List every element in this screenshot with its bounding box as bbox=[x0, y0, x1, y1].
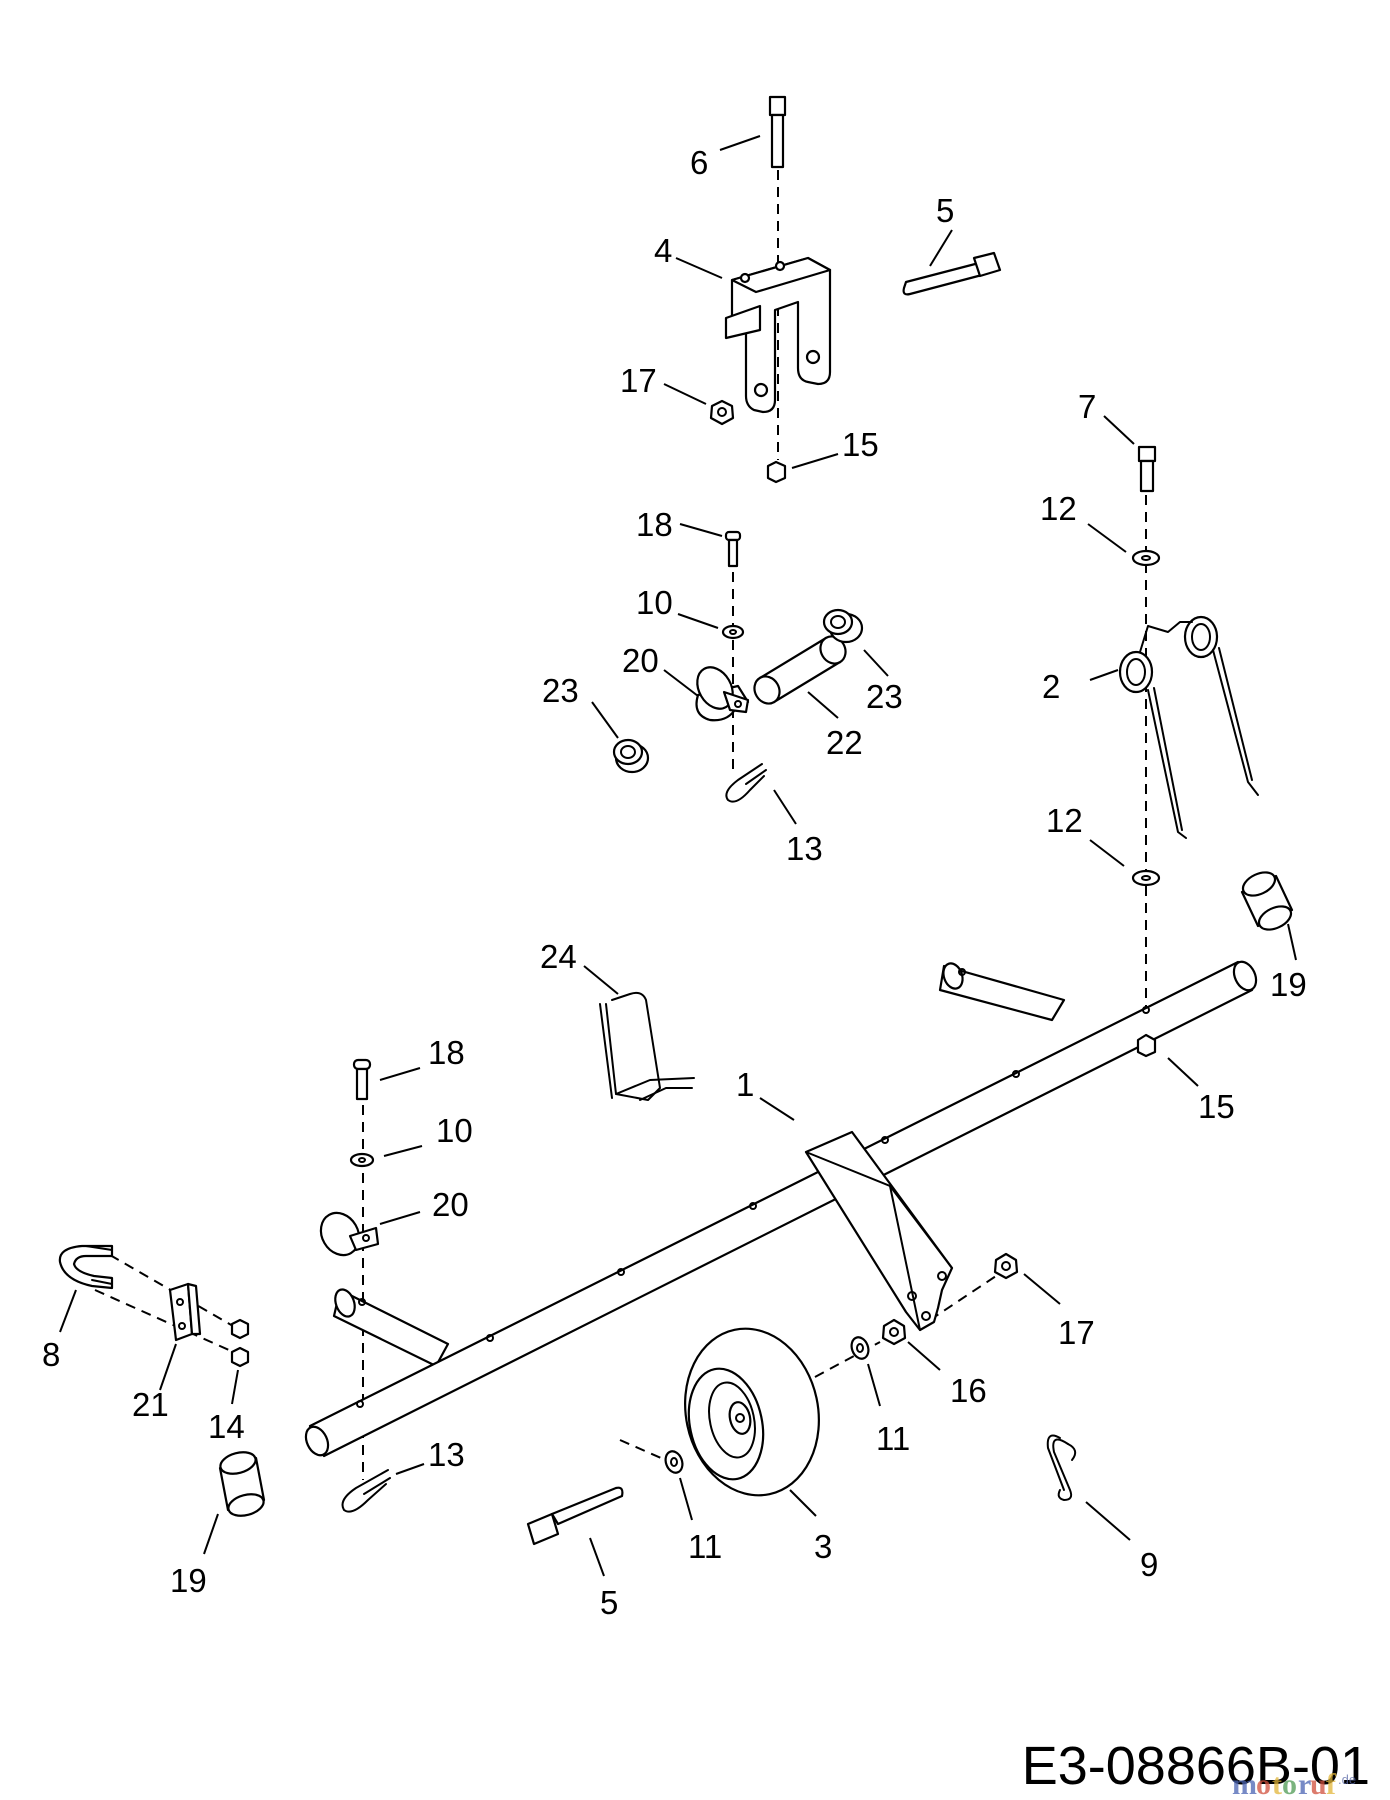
part-2-spring-tine bbox=[1118, 615, 1259, 839]
svg-text:o: o bbox=[1256, 1768, 1271, 1800]
callout-20: 20 bbox=[432, 1186, 469, 1223]
svg-text:u: u bbox=[1310, 1768, 1327, 1800]
callout-5: 5 bbox=[600, 1584, 618, 1621]
part-19-roller-right bbox=[1240, 871, 1294, 931]
part-4-bracket bbox=[724, 256, 832, 414]
callout-17: 17 bbox=[1058, 1314, 1095, 1351]
callout-5: 5 bbox=[936, 192, 954, 229]
callout-19: 19 bbox=[170, 1562, 207, 1599]
part-7-bolt bbox=[1137, 445, 1157, 493]
callout-10: 10 bbox=[636, 584, 673, 621]
callout-14: 14 bbox=[208, 1408, 245, 1445]
callout-24: 24 bbox=[540, 938, 577, 975]
svg-text:.de: .de bbox=[1338, 1772, 1356, 1787]
watermark-logo: m o t o r u f .de bbox=[1232, 1768, 1356, 1800]
callout-12: 12 bbox=[1040, 490, 1077, 527]
part-16-nut bbox=[881, 1318, 907, 1346]
leader-lines bbox=[59, 135, 1297, 1577]
svg-text:t: t bbox=[1272, 1768, 1282, 1800]
callout-labels: 6 5 4 17 15 7 12 18 10 20 23 23 22 2 13 … bbox=[42, 144, 1307, 1621]
callout-12: 12 bbox=[1046, 802, 1083, 839]
callout-1: 1 bbox=[736, 1066, 754, 1103]
callout-13: 13 bbox=[786, 830, 823, 867]
part-17-nut-upper bbox=[709, 399, 735, 426]
part-20-clamp-lower bbox=[319, 1211, 380, 1257]
callout-2: 2 bbox=[1042, 668, 1060, 705]
part-13-hairpin-lower bbox=[341, 1469, 391, 1513]
callout-9: 9 bbox=[1140, 1546, 1158, 1583]
callout-8: 8 bbox=[42, 1336, 60, 1373]
part-12-washer-lower bbox=[1131, 869, 1161, 887]
part-13-hairpin-upper bbox=[725, 763, 767, 803]
callout-3: 3 bbox=[814, 1528, 832, 1565]
part-15-nut-lower bbox=[1136, 1033, 1157, 1058]
part-15-nut-upper bbox=[766, 460, 787, 484]
callout-4: 4 bbox=[654, 232, 672, 269]
callout-20: 20 bbox=[622, 642, 659, 679]
part-23-bushing-left bbox=[612, 738, 650, 774]
part-18-pin-upper bbox=[724, 530, 742, 568]
callout-11: 11 bbox=[876, 1420, 910, 1457]
callout-17: 17 bbox=[620, 362, 657, 399]
part-18-pin-lower bbox=[352, 1058, 372, 1101]
callout-19: 19 bbox=[1270, 966, 1307, 1003]
part-1-main-frame bbox=[304, 960, 1258, 1458]
callout-18: 18 bbox=[636, 506, 673, 543]
callout-15: 15 bbox=[1198, 1088, 1235, 1125]
part-5-bolt-lower bbox=[526, 1486, 624, 1546]
part-5-bolt-upper bbox=[902, 251, 1002, 296]
part-12-washer-upper bbox=[1131, 549, 1161, 567]
part-10-washer-lower bbox=[349, 1152, 375, 1168]
callout-22: 22 bbox=[826, 724, 863, 761]
part-22-sleeve bbox=[753, 635, 847, 705]
part-14-nuts bbox=[230, 1318, 250, 1368]
part-11-washer-lower bbox=[664, 1450, 684, 1474]
callout-6: 6 bbox=[690, 144, 708, 181]
callout-7: 7 bbox=[1078, 388, 1096, 425]
part-6-bolt bbox=[768, 95, 787, 169]
callout-23: 23 bbox=[542, 672, 579, 709]
callout-16: 16 bbox=[950, 1372, 987, 1409]
callout-21: 21 bbox=[132, 1386, 169, 1423]
callout-18: 18 bbox=[428, 1034, 465, 1071]
part-9-s-hook bbox=[1046, 1434, 1077, 1501]
part-17-nut-lower bbox=[993, 1252, 1019, 1280]
drawing-number: E3-08866B-01 bbox=[1022, 1736, 1370, 1796]
part-8-u-bolt bbox=[58, 1244, 114, 1290]
callout-15: 15 bbox=[842, 426, 879, 463]
part-11-washer-upper bbox=[850, 1336, 870, 1360]
callout-23: 23 bbox=[866, 678, 903, 715]
callout-10: 10 bbox=[436, 1112, 473, 1149]
part-3-wheel bbox=[684, 1327, 820, 1497]
callout-11: 11 bbox=[688, 1528, 722, 1565]
svg-text:r: r bbox=[1298, 1768, 1311, 1800]
part-21-clamp-plate bbox=[168, 1282, 202, 1342]
part-19-roller-left bbox=[218, 1451, 266, 1517]
callout-13: 13 bbox=[428, 1436, 465, 1473]
part-10-washer-upper bbox=[721, 624, 745, 640]
part-23-bushing-right bbox=[822, 608, 864, 644]
part-24-wire-guide bbox=[599, 991, 695, 1101]
svg-text:f: f bbox=[1326, 1768, 1337, 1800]
part-20-clamp-upper bbox=[695, 666, 750, 722]
svg-text:o: o bbox=[1282, 1768, 1297, 1800]
svg-text:m: m bbox=[1232, 1768, 1257, 1800]
